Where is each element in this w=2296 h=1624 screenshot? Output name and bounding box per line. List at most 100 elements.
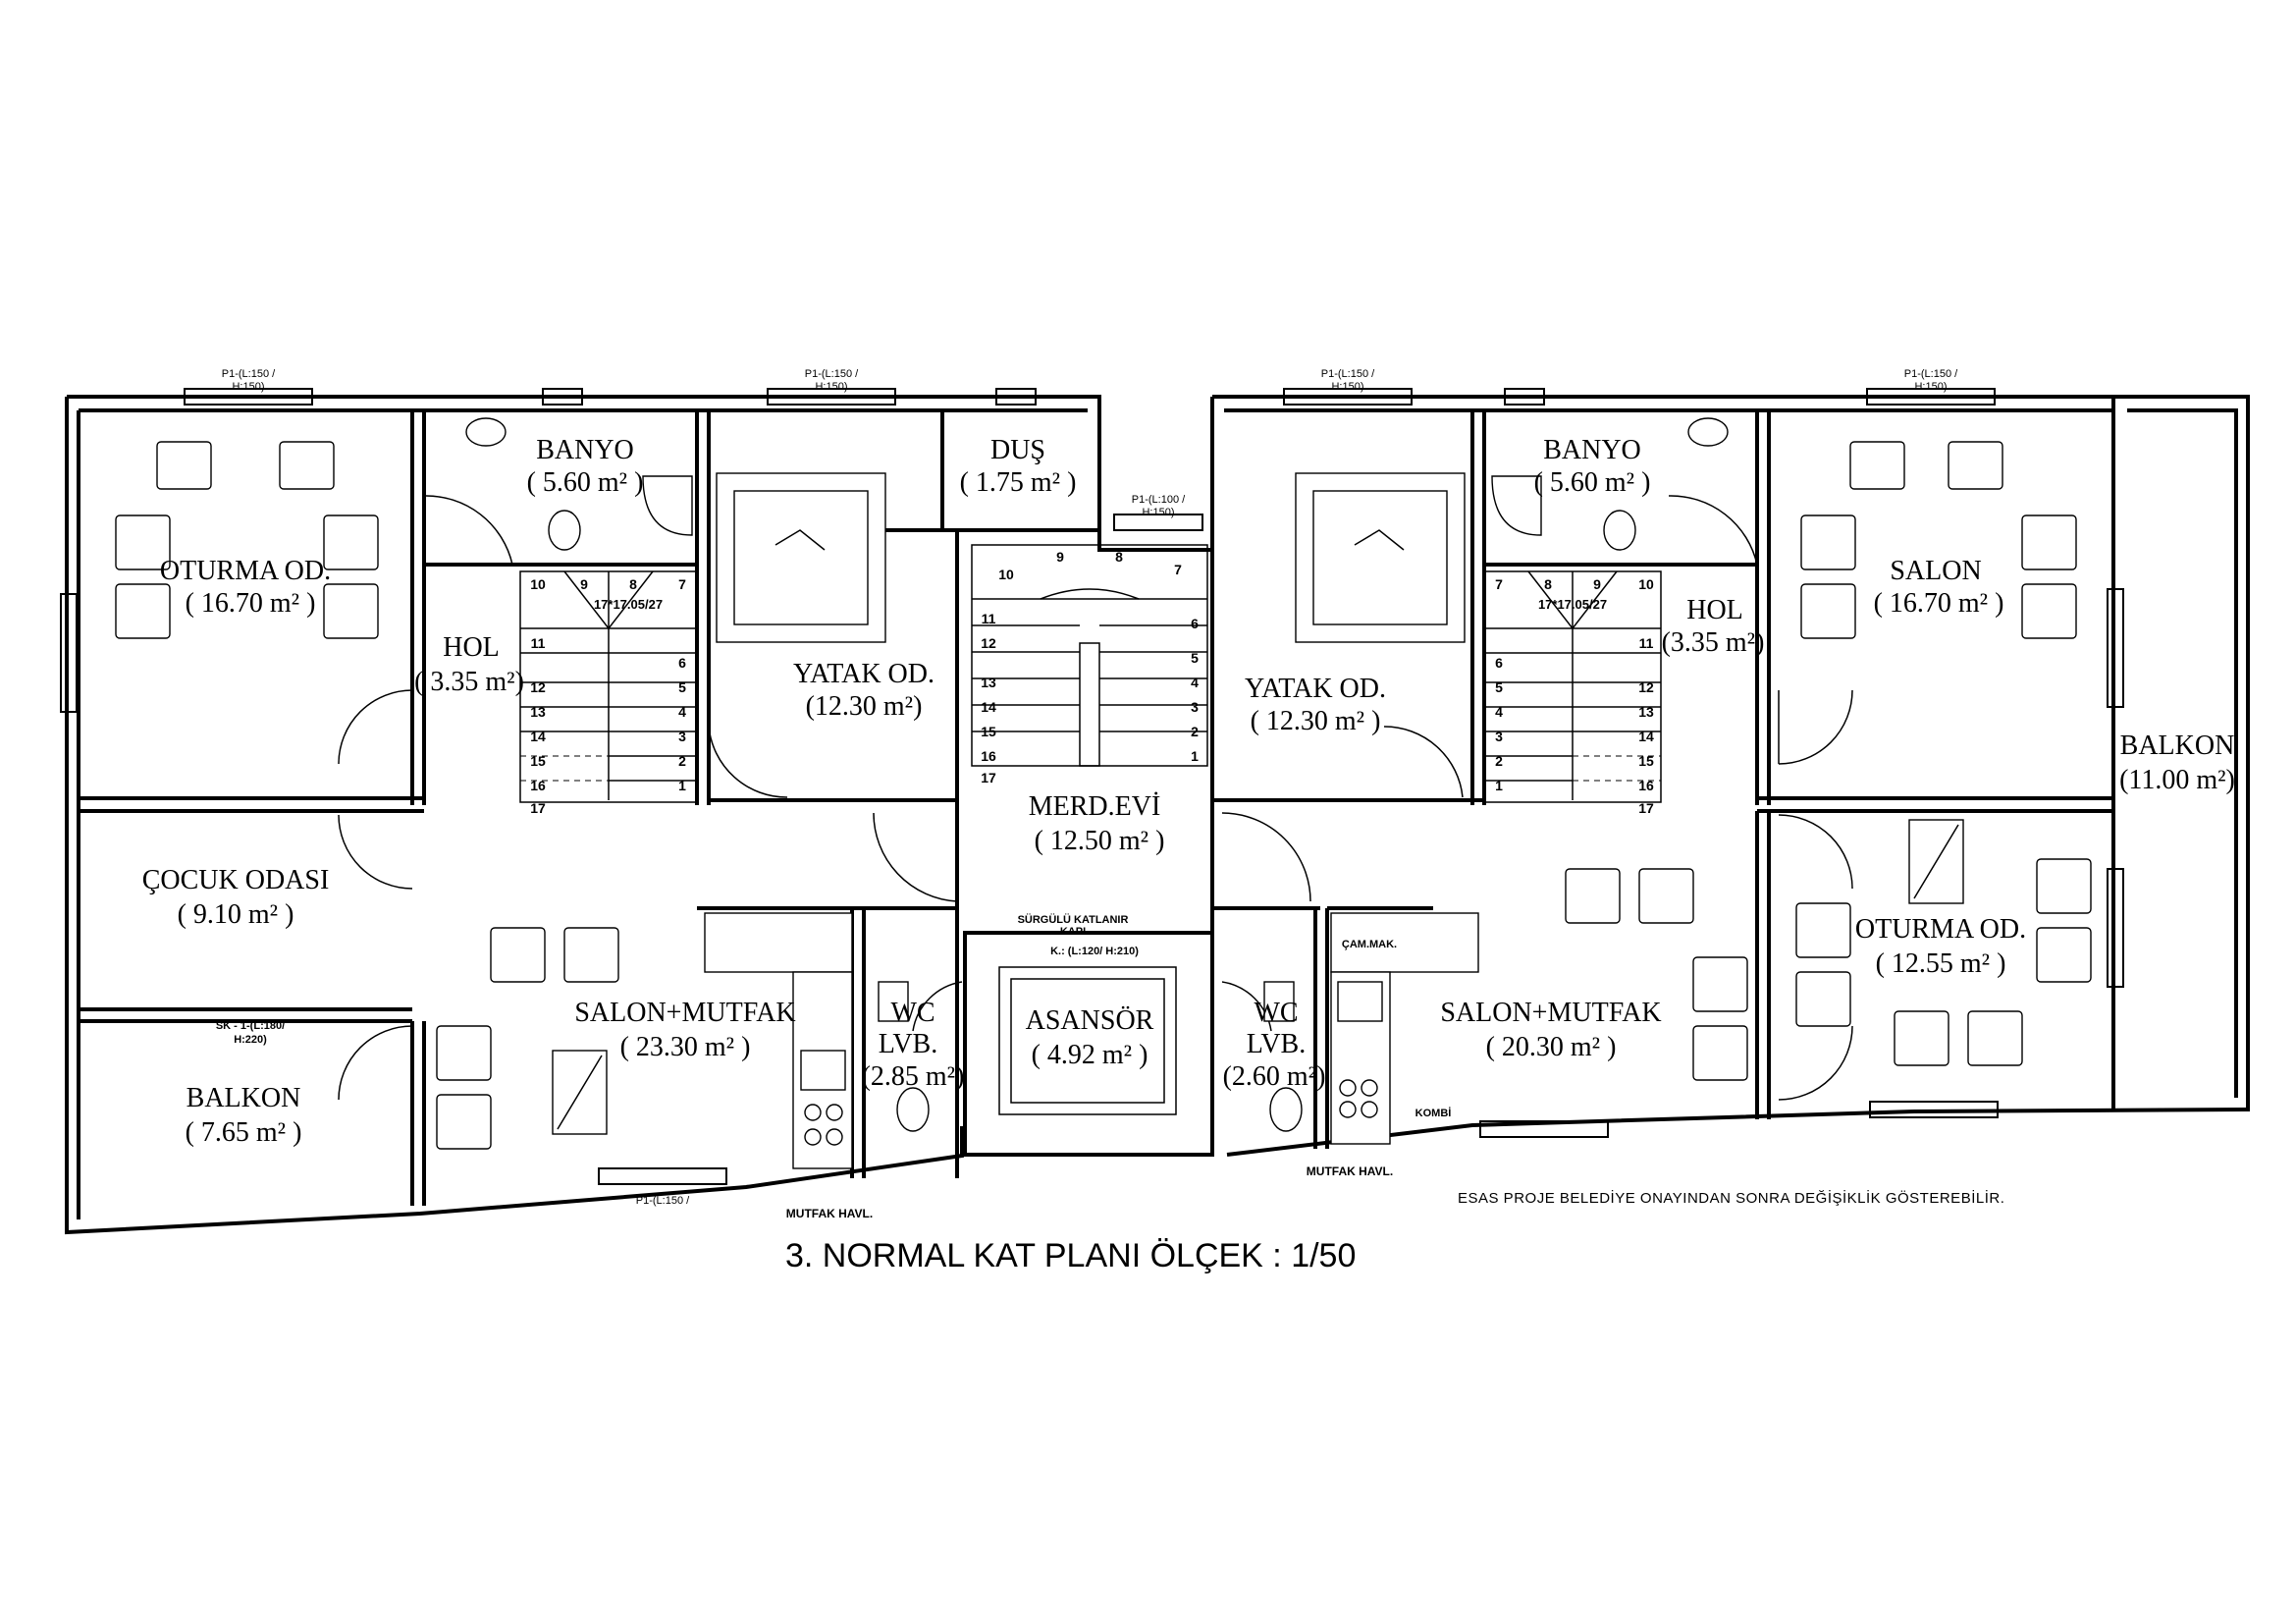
window-label: H:150) [1331, 381, 1363, 393]
room-name-r-yatak: YATAK OD. [1245, 674, 1386, 704]
step-number: 8 [1544, 576, 1552, 592]
step-number: 11 [531, 635, 546, 651]
kapi-label: SÜRGÜLÜ KATLANIR [1018, 913, 1129, 926]
room-area-l-yatak: (12.30 m²) [806, 691, 923, 722]
windows [60, 388, 2124, 1185]
room-name-r-hol: HOL [1686, 595, 1743, 625]
step-number: 17 [1638, 800, 1654, 816]
room-area-l-salon-mutfak: ( 23.30 m² ) [620, 1032, 751, 1062]
room-name-r-banyo: BANYO [1543, 435, 1641, 465]
room-name-l-salon-mutfak: SALON+MUTFAK [574, 998, 795, 1028]
window-label: H:150) [232, 381, 264, 393]
room-area-l-dus: ( 1.75 m² ) [960, 467, 1077, 498]
window-label: P1-(L:150 / [1904, 368, 1958, 380]
step-number: 6 [1495, 655, 1503, 671]
furniture [115, 417, 2092, 1169]
window-label: P1-(L:100 / [1132, 494, 1186, 506]
step-number: 12 [1638, 679, 1654, 695]
room-lvb-r-wc: LVB. [1247, 1029, 1306, 1059]
room-area-r-salon: ( 16.70 m² ) [1874, 588, 2004, 619]
step-number: 16 [530, 778, 546, 793]
step-number: 5 [678, 679, 686, 695]
step-number: 4 [1191, 675, 1199, 690]
step-number: 15 [1638, 753, 1654, 769]
step-number: 9 [580, 576, 588, 592]
step-number: 13 [1638, 704, 1654, 720]
step-number: 1 [678, 778, 686, 793]
step-number: 7 [678, 576, 686, 592]
cam-mak-label: ÇAM.MAK. [1342, 939, 1397, 950]
room-area-r-salon-mutfak: ( 20.30 m² ) [1486, 1032, 1617, 1062]
step-number: 10 [998, 567, 1014, 582]
room-area-l-oturma: ( 16.70 m² ) [186, 588, 316, 619]
room-name-l-hol: HOL [443, 632, 500, 663]
window-r-banyo [1504, 388, 1545, 406]
room-area-l-hol: ( 3.35 m²) [414, 667, 524, 697]
step-number: 8 [1115, 549, 1123, 565]
room-name-merd: MERD.EVİ [1029, 791, 1161, 822]
room-area-r-banyo: ( 5.60 m² ) [1534, 467, 1651, 498]
window-r-oturma [1869, 1101, 1999, 1118]
step-number: 2 [1495, 753, 1503, 769]
room-area-r-wc: (2.60 m²) [1223, 1061, 1326, 1092]
mini-labels: SÜRGÜLÜ KATLANIR KAPI K.: (L:120/ H:210)… [216, 913, 1451, 1220]
room-name-l-wc: WC [890, 998, 934, 1028]
step-number: 13 [981, 675, 996, 690]
window-r-oturma-side [2107, 868, 2124, 988]
room-labels: OTURMA OD. ( 16.70 m² ) BANYO ( 5.60 m² … [142, 435, 2235, 1148]
door-label: H:220) [234, 1034, 267, 1046]
step-number: 5 [1191, 650, 1199, 666]
step-number: 16 [1638, 778, 1654, 793]
step-number: 7 [1495, 576, 1503, 592]
kapi-label: KAPI [1060, 926, 1086, 938]
step-number: 1 [1191, 748, 1199, 764]
room-lvb-l-wc: LVB. [879, 1029, 937, 1059]
window-l-dus [995, 388, 1037, 406]
step-number: 4 [678, 704, 686, 720]
room-name-r-salon-mutfak: SALON+MUTFAK [1440, 998, 1661, 1028]
stair-step-numbers: 1 2 3 4 5 6 7 8 9 10 11 12 13 14 15 16 1… [530, 549, 1654, 816]
step-number: 10 [530, 576, 546, 592]
window-label: H:150) [1142, 507, 1174, 518]
step-number: 3 [1191, 699, 1199, 715]
step-number: 9 [1056, 549, 1064, 565]
step-number: 12 [981, 635, 996, 651]
room-area-r-hol: (3.35 m²) [1662, 627, 1765, 658]
step-number: 3 [1495, 729, 1503, 744]
room-area-r-balkon: (11.00 m²) [2119, 765, 2235, 795]
step-number: 14 [1638, 729, 1654, 744]
room-name-asansor: ASANSÖR [1026, 1005, 1154, 1036]
step-number: 14 [530, 729, 546, 744]
step-number: 2 [1191, 724, 1199, 739]
step-number: 13 [530, 704, 546, 720]
room-area-merd: ( 12.50 m² ) [1035, 826, 1165, 856]
mutfak-havl-label: MUTFAK HAVL. [1307, 1164, 1393, 1178]
stair-core [971, 544, 1208, 767]
stair-right: 17*17.05/27 [1483, 570, 1662, 803]
step-number: 12 [530, 679, 546, 695]
room-name-l-balkon: BALKON [187, 1083, 301, 1113]
window-l-salon [598, 1167, 727, 1185]
room-name-l-oturma: OTURMA OD. [160, 556, 331, 586]
window-l-side [60, 593, 78, 713]
step-number: 15 [981, 724, 996, 739]
step-number: 4 [1495, 704, 1503, 720]
step-number: 3 [678, 729, 686, 744]
window-merd [1113, 514, 1203, 531]
room-area-l-banyo: ( 5.60 m² ) [527, 467, 644, 498]
room-name-l-dus: DUŞ [990, 435, 1045, 465]
kapi-label: K.: (L:120/ H:210) [1050, 946, 1139, 957]
window-label: P1-(L:150 / [1321, 368, 1375, 380]
step-number: 6 [678, 655, 686, 671]
drawing-title: 3. NORMAL KAT PLANI ÖLÇEK : 1/50 [785, 1237, 1356, 1274]
step-number: 9 [1593, 576, 1601, 592]
step-number: 16 [981, 748, 996, 764]
step-number: 17 [530, 800, 546, 816]
room-name-l-yatak: YATAK OD. [793, 659, 934, 689]
mutfak-havl-label: MUTFAK HAVL. [786, 1207, 873, 1220]
window-label: H:150) [1914, 381, 1947, 393]
room-area-l-balkon: ( 7.65 m² ) [186, 1117, 302, 1148]
window-r-side [2107, 588, 2124, 708]
step-number: 7 [1174, 562, 1182, 577]
